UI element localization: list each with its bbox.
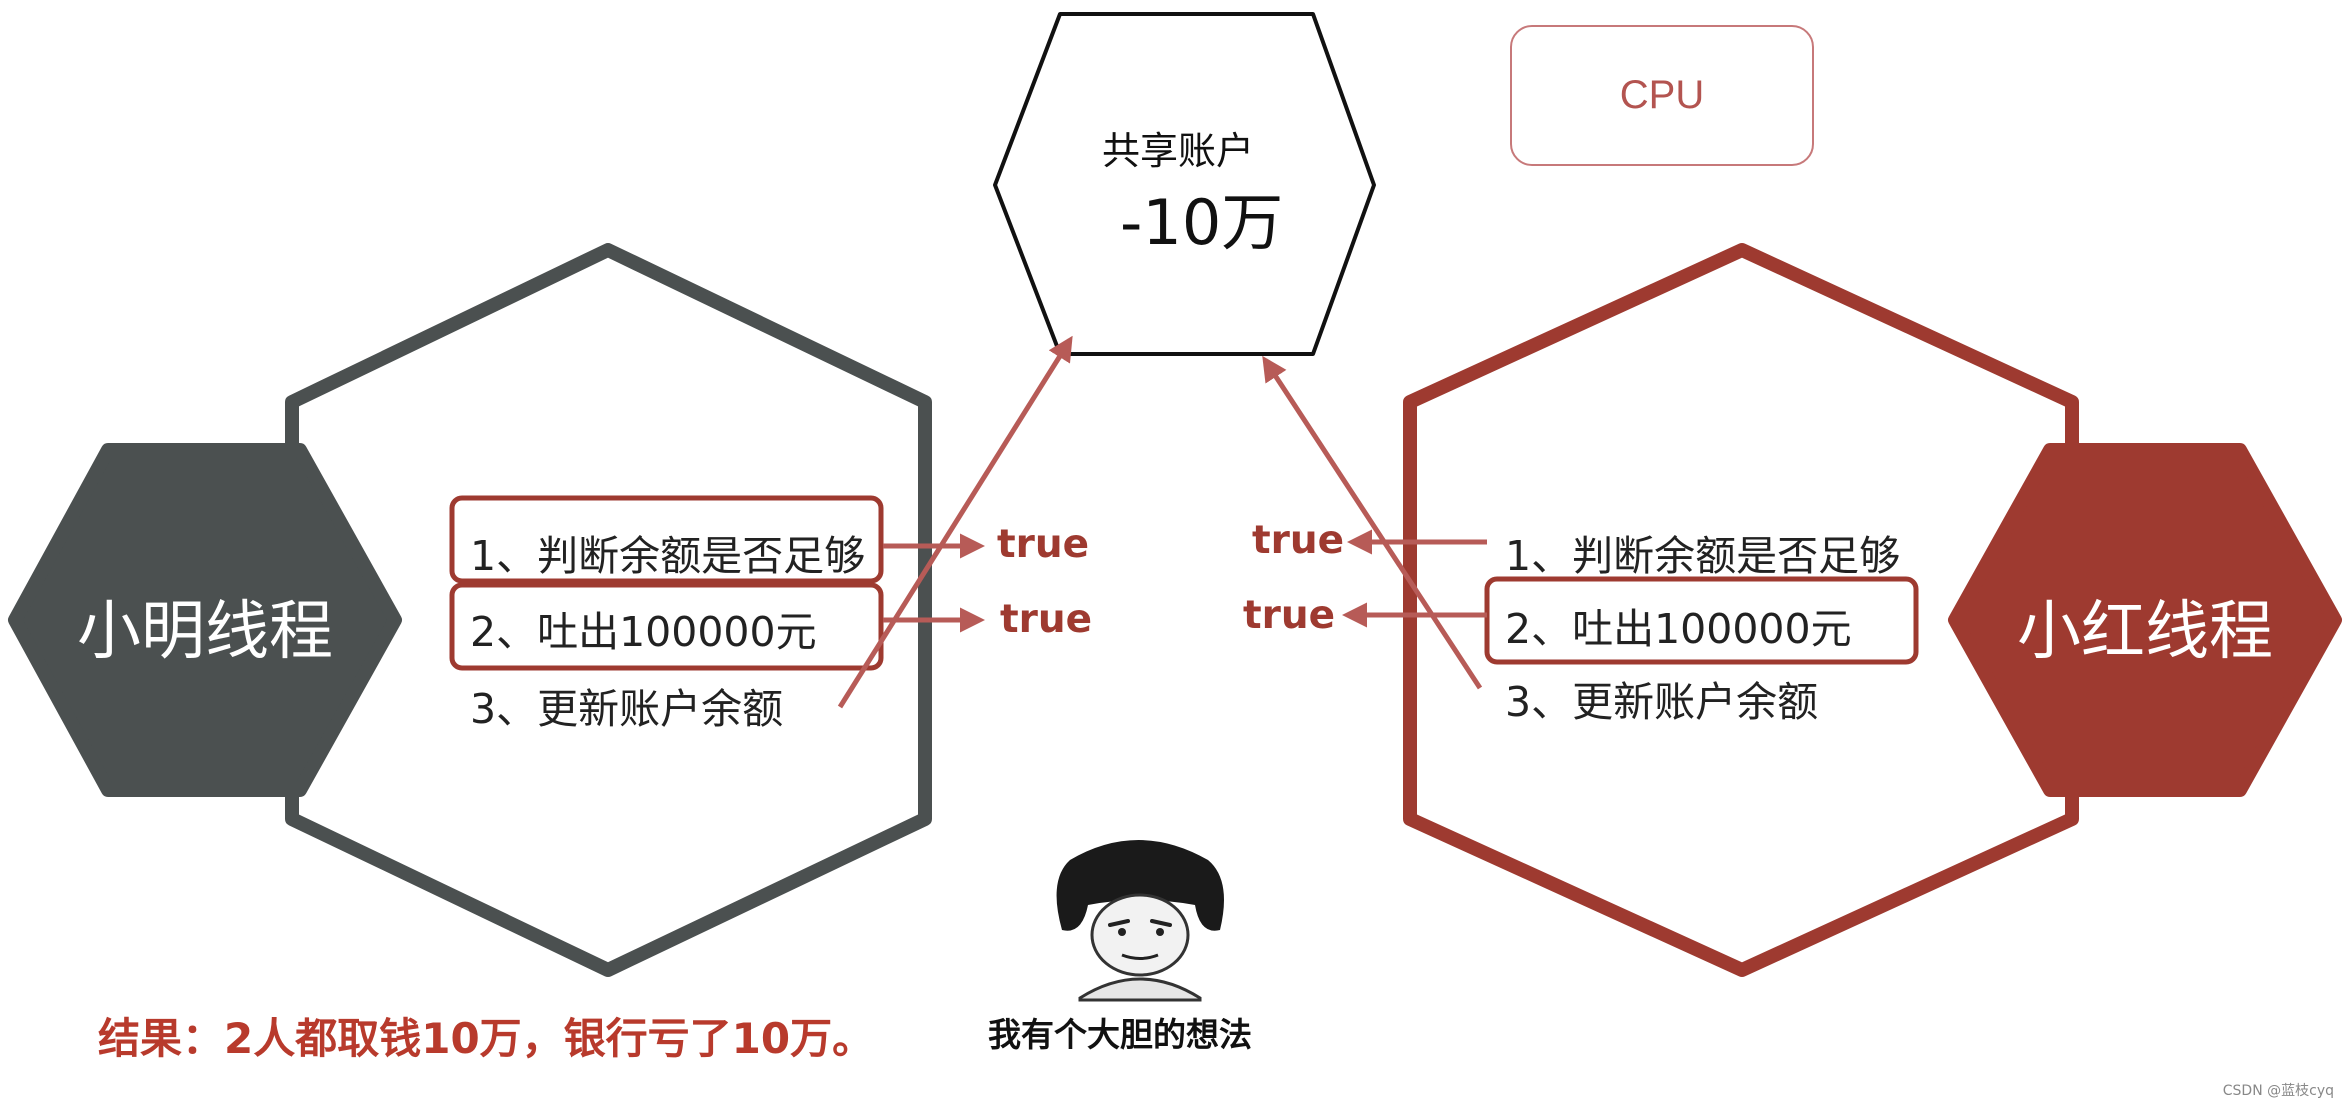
left-step-2: 2、吐出100000元 bbox=[470, 608, 817, 656]
left-thread-name: 小明线程 bbox=[77, 595, 333, 669]
watermark: CSDN @蓝枝cyq bbox=[2222, 1083, 2334, 1099]
right-step-2: 2、吐出100000元 bbox=[1505, 605, 1852, 653]
left-step-3: 3、更新账户余额 bbox=[470, 685, 784, 733]
shared-account-title: 共享账户 bbox=[1102, 129, 1255, 173]
right-step2-highlight bbox=[1484, 576, 1919, 665]
cpu-label: CPU bbox=[1619, 73, 1705, 117]
left-true-2: true bbox=[1000, 597, 1093, 642]
arrow-right-update-to-account bbox=[1262, 355, 1483, 690]
left-thread-outline bbox=[285, 243, 932, 977]
right-step-3: 3、更新账户余额 bbox=[1505, 678, 1819, 726]
right-true-2: true bbox=[1243, 593, 1336, 638]
right-thread-badge bbox=[1948, 443, 2342, 797]
right-thread-outline bbox=[1403, 243, 2079, 977]
left-step1-highlight bbox=[449, 495, 884, 584]
arrow-left-update-to-account bbox=[837, 335, 1073, 709]
right-true-1: true bbox=[1252, 518, 1345, 563]
left-step2-highlight bbox=[449, 582, 884, 671]
cpu-box: CPU bbox=[1510, 25, 1814, 166]
meme-face-icon bbox=[1056, 840, 1224, 1002]
left-thread-badge bbox=[8, 443, 402, 797]
left-true-1: true bbox=[997, 522, 1090, 567]
result-text: 结果：2人都取钱10万，银行亏了10万。 bbox=[98, 1014, 875, 1063]
right-thread-name: 小红线程 bbox=[2017, 595, 2273, 669]
shared-account-amount: -10万 bbox=[1120, 186, 1284, 259]
right-step-1: 1、判断余额是否足够 bbox=[1505, 532, 1901, 580]
meme-caption: 我有个大胆的想法 bbox=[988, 1015, 1252, 1054]
left-step-1: 1、判断余额是否足够 bbox=[470, 532, 866, 580]
